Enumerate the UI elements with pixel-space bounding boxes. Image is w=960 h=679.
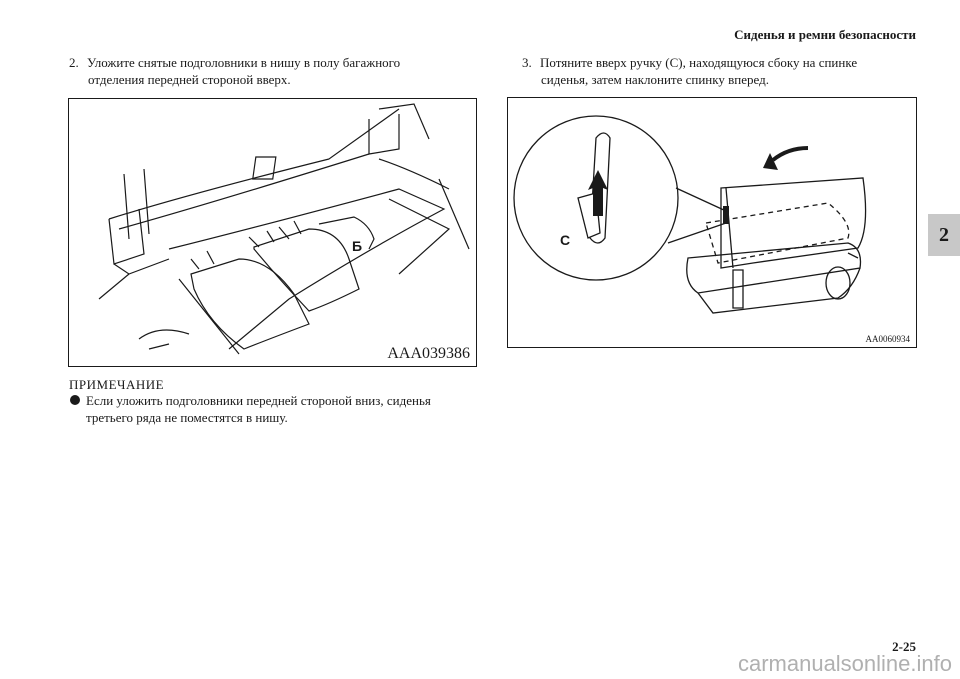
section-tab: 2: [928, 214, 960, 256]
page-header-title: Сиденья и ремни безопасности: [734, 27, 916, 42]
step-3-line2: сиденья, затем наклоните спинку вперед.: [541, 72, 769, 87]
step-3: 3. Потяните вверх ручку (C), находящуюся …: [522, 54, 922, 88]
bullet-icon: [70, 395, 80, 405]
note-text: Если уложить подголовники передней сторо…: [86, 393, 431, 425]
figure-label-c: C: [560, 232, 570, 248]
step-3-line1: Потяните вверх ручку (C), находящуюся сб…: [540, 55, 858, 70]
step-2: 2. Уложите снятые подголовники в нишу в п…: [69, 54, 489, 88]
step-2-number: 2.: [69, 55, 79, 70]
page-number: 2-25: [892, 639, 916, 654]
figure-code-left: AAA039386: [387, 345, 470, 362]
figure-label-b: Б: [352, 238, 362, 254]
figure-seat-fold: C AA0060934: [507, 97, 917, 348]
section-tab-label: 2: [939, 223, 949, 246]
watermark: carmanualsonline.info: [737, 651, 952, 676]
trunk-illustration: Б: [98, 103, 470, 355]
step-2-line1: Уложите снятые подголовники в нишу в пол…: [87, 55, 401, 70]
figure-code-right: AA0060934: [865, 334, 911, 344]
step-2-line2: отделения передней стороной вверх.: [88, 72, 291, 87]
note-title: ПРИМЕЧАНИЕ: [69, 377, 165, 392]
figure-trunk-storage: Б AAA039386: [68, 98, 477, 367]
seat-illustration: C: [513, 115, 867, 314]
step-3-number: 3.: [522, 55, 532, 70]
note-item: Если уложить подголовники передней сторо…: [70, 392, 481, 426]
